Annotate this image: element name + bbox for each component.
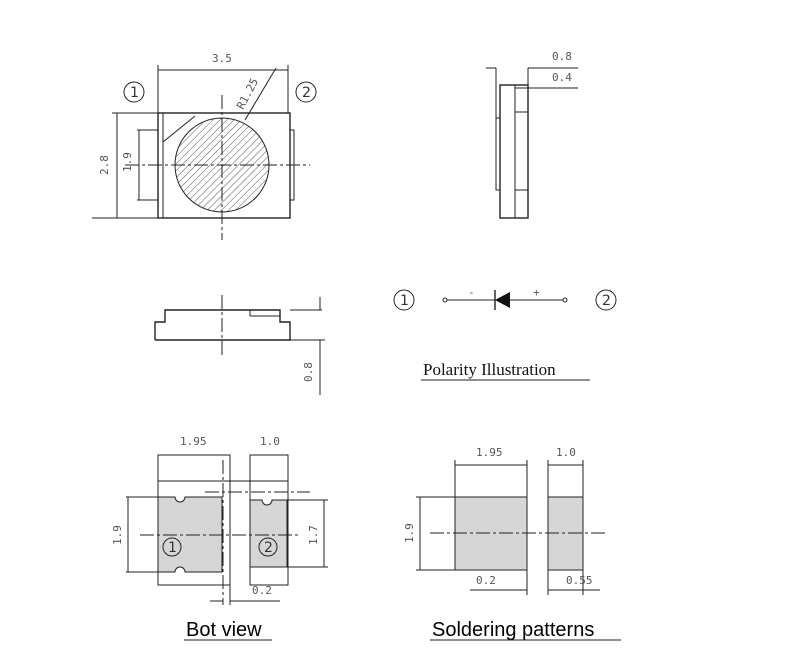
dim-pad-height: 1.9 [121, 152, 134, 172]
bot-pad-2 [249, 499, 288, 568]
front-view: 0.8 [154, 295, 325, 395]
polarity-chamfer [162, 115, 196, 143]
side-view: 0.8 0.4 [486, 50, 578, 219]
dim-solder-pad2-gap: 0.55 [566, 574, 593, 587]
dim-bot-gap: 0.2 [252, 584, 272, 597]
cathode-sign: - [468, 286, 475, 299]
polarity-title: Polarity Illustration [423, 360, 556, 379]
dim-solder-pad1-width: 1.95 [476, 446, 503, 459]
polarity-pin2: 2 [602, 293, 611, 309]
bot-view-title: Bot view [186, 619, 262, 641]
polarity-pin1: 1 [400, 293, 409, 309]
soldering-title: Soldering patterns [432, 619, 594, 641]
dim-bot-pad2-width: 1.0 [260, 435, 280, 448]
dim-height: 2.8 [98, 155, 111, 175]
top-view: 3.5 R1.25 2.8 1.9 1 2 [92, 52, 317, 240]
bot-view: 1 2 1.95 1.0 1.9 1.7 0.2 Bot view [111, 435, 328, 641]
dim-solder-pad2-width: 1.0 [556, 446, 576, 459]
pin2-label: 2 [302, 85, 311, 101]
pin2-marker [295, 81, 317, 103]
dim-radius: R1.25 [234, 76, 261, 111]
dim-solder-gap: 0.2 [476, 574, 496, 587]
bot-pin2: 2 [264, 540, 273, 556]
pin1-marker [123, 81, 145, 103]
dim-solder-pad-height: 1.9 [403, 523, 416, 543]
dim-bot-pad1-height: 1.9 [111, 525, 124, 545]
soldering-patterns: 1.95 1.0 1.9 0.2 0.55 Soldering patterns [403, 446, 621, 641]
dim-front-height: 0.8 [302, 362, 315, 382]
dim-bot-pad2-height: 1.7 [307, 525, 320, 545]
diode-symbol-icon [495, 292, 510, 308]
dim-width: 3.5 [212, 52, 232, 65]
anode-sign: + [533, 286, 540, 299]
pin1-label: 1 [130, 85, 139, 101]
dim-bot-pad1-width: 1.95 [180, 435, 207, 448]
polarity-illustration: 1 - + 2 Polarity Illustration [393, 286, 617, 381]
dim-side-total: 0.8 [552, 50, 572, 63]
bot-pin1: 1 [168, 540, 177, 556]
dim-side-lead: 0.4 [552, 71, 572, 84]
